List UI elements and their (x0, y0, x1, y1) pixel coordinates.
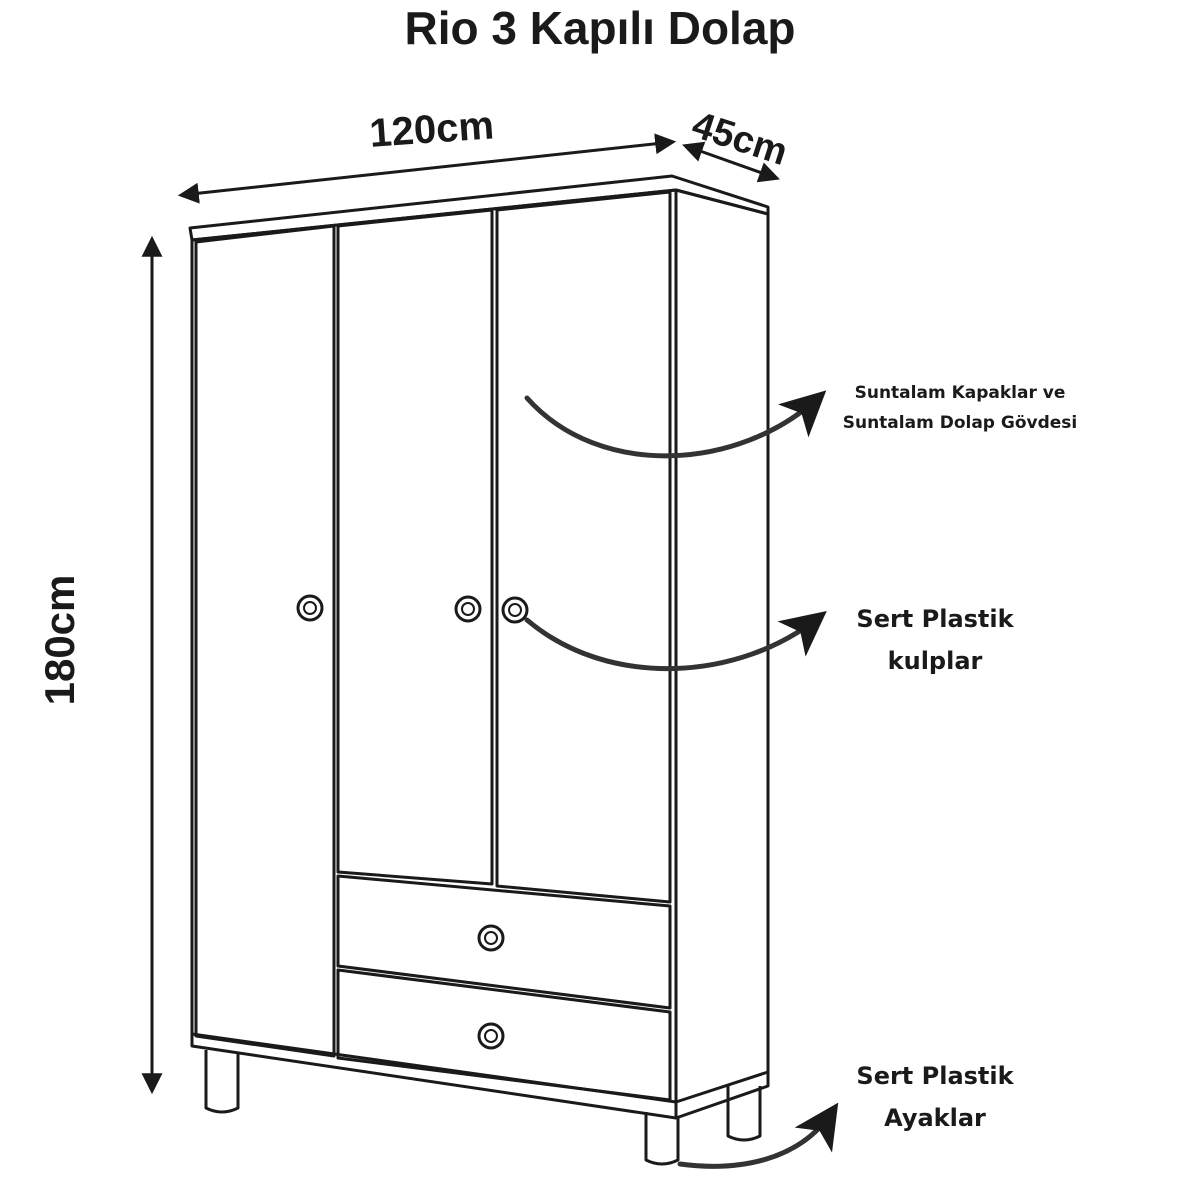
knob-lower-drawer (477, 1022, 505, 1050)
callout-feet-line2: Ayaklar (884, 1104, 986, 1132)
callout-feet-line1: Sert Plastik (856, 1062, 1014, 1090)
callout-feet: Sert Plastik Ayaklar (825, 1055, 1045, 1139)
width-arrow (177, 133, 677, 204)
leg-front-right (644, 1112, 680, 1166)
diagram-title: Rio 3 Kapılı Dolap (404, 2, 796, 54)
leg-back-right (726, 1086, 762, 1142)
right-door (495, 190, 672, 904)
callout-handles: Sert Plastik kulplar (825, 598, 1045, 682)
depth-arrow (682, 141, 780, 183)
callout-arrow-feet (677, 1102, 839, 1169)
knob-upper-drawer (477, 924, 505, 952)
callout-handles-line1: Sert Plastik (856, 605, 1014, 633)
knob-middle-door (454, 595, 482, 623)
upper-drawer (336, 874, 672, 1010)
width-label: 120cm (368, 103, 496, 156)
callout-body: Suntalam Kapaklar ve Suntalam Dolap Gövd… (810, 378, 1110, 438)
knob-left-door (296, 594, 324, 622)
callout-handles-line2: kulplar (887, 647, 983, 675)
callout-body-line1: Suntalam Kapaklar ve (854, 383, 1066, 403)
callout-arrow-body (524, 390, 827, 459)
middle-door (336, 208, 494, 886)
plinth (190, 1032, 678, 1118)
left-door (194, 224, 336, 1058)
callout-arrow-handles (524, 611, 827, 672)
height-label: 180cm (36, 574, 83, 706)
lower-drawer (336, 968, 672, 1102)
leg-front-left (204, 1050, 240, 1114)
knob-right-door (501, 596, 529, 624)
callout-body-line2: Suntalam Dolap Gövdesi (842, 413, 1078, 433)
